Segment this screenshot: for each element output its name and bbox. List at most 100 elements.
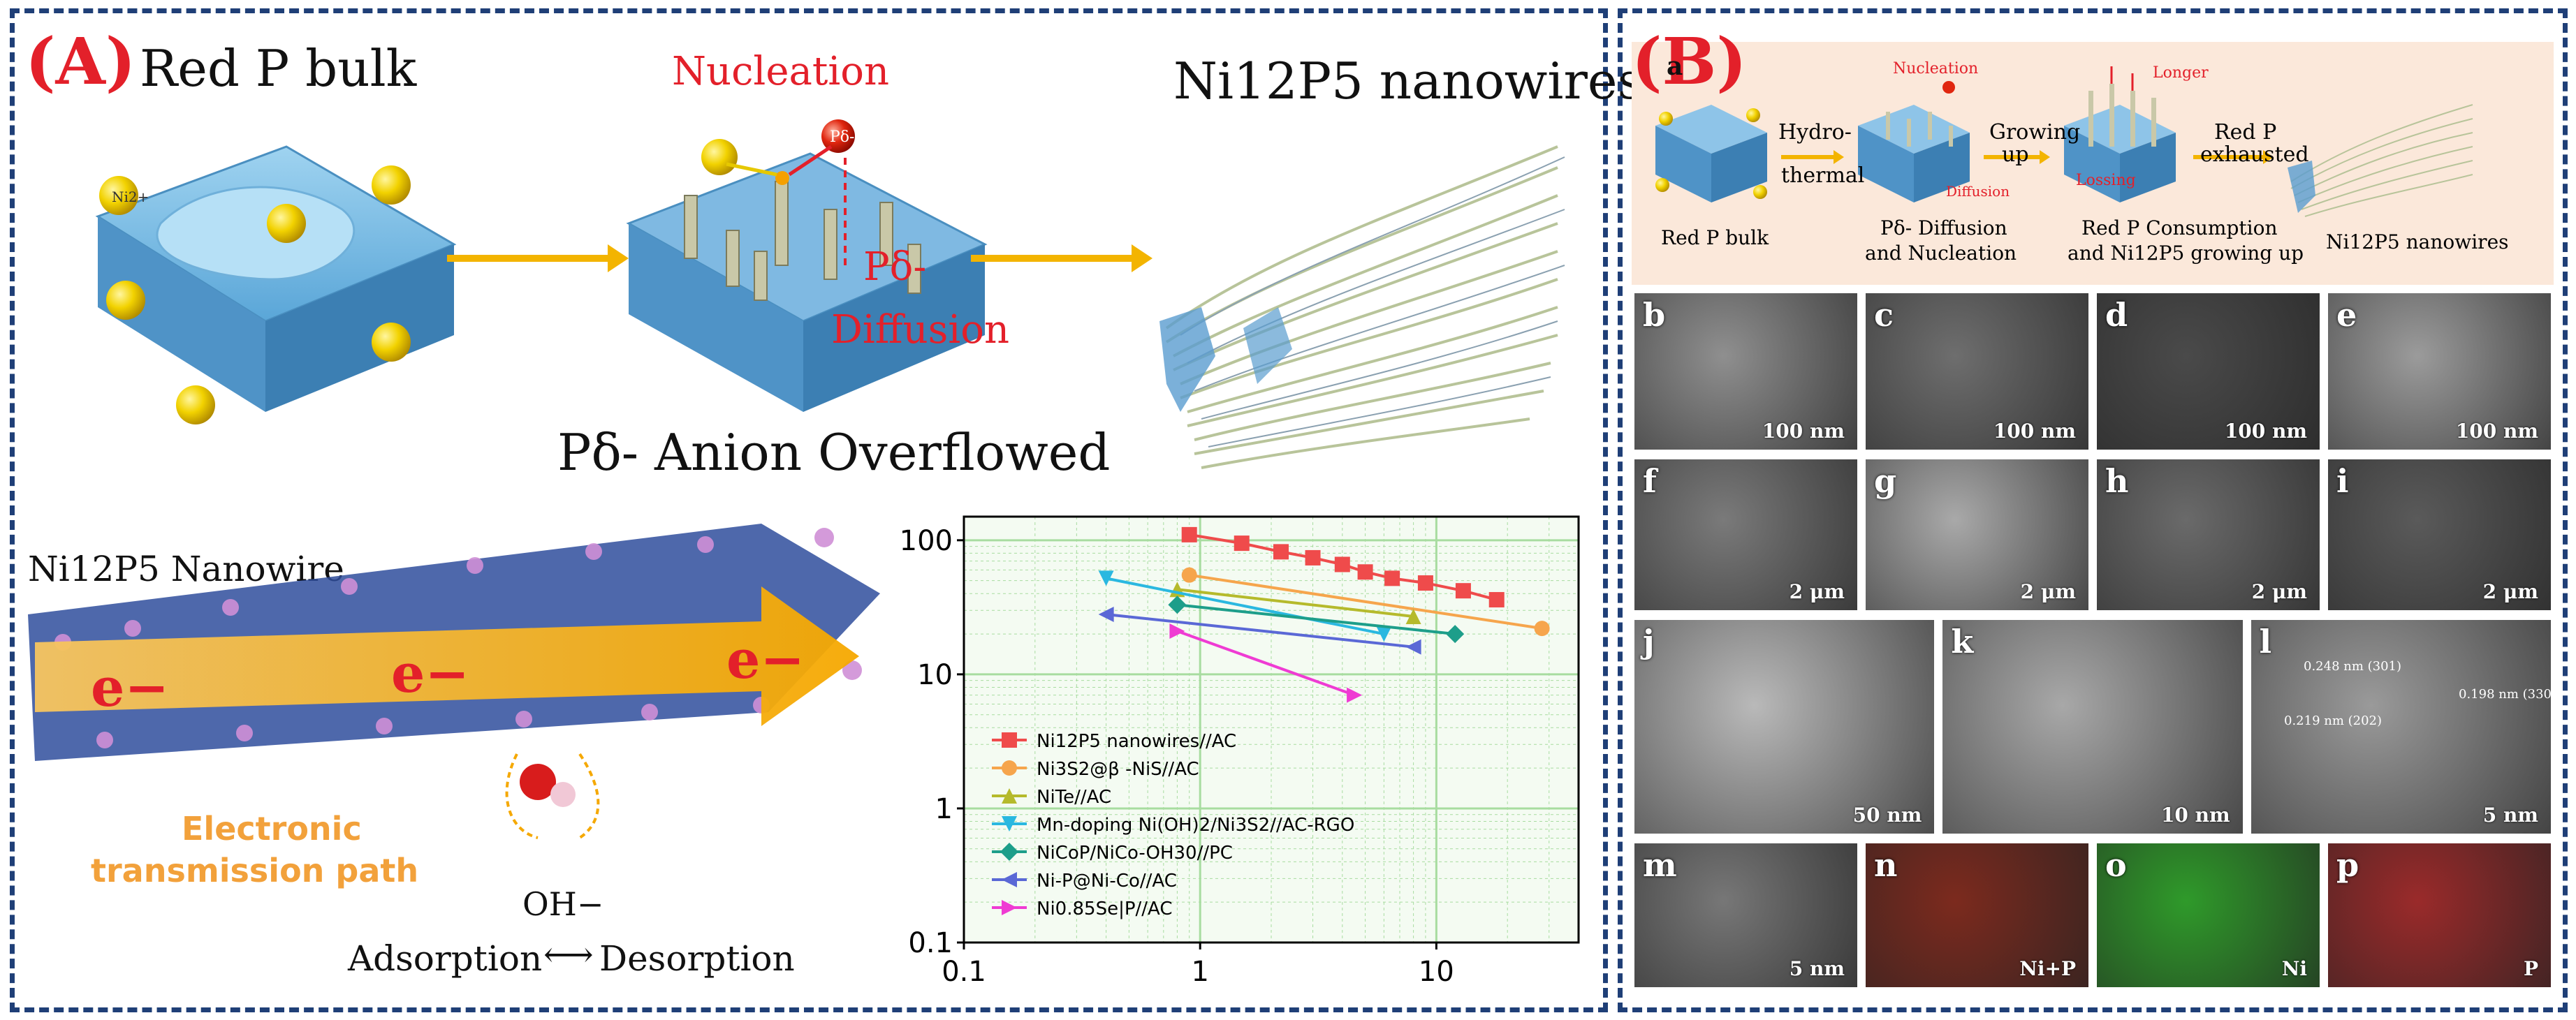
- lattice-3: 0.198 nm (330): [2459, 687, 2557, 702]
- scale-bar-label: 10 nm: [2160, 804, 2230, 827]
- panel-a-label: (A): [25, 24, 136, 99]
- x-tick-label: 10: [1419, 956, 1454, 988]
- data-point: [1305, 549, 1321, 566]
- plot-frame: [963, 515, 1580, 944]
- thermal-label: thermal: [1781, 163, 1865, 188]
- oh-label: OH−: [522, 885, 604, 923]
- scale-bar-label: 100 nm: [1762, 420, 1845, 443]
- p-delta-diffusion-label: Pδ-: [863, 244, 927, 290]
- series-line: [1106, 577, 1384, 636]
- legend-entry: NiCoP/NiCo-OH30//PC: [1037, 843, 1233, 864]
- data-point: [1098, 570, 1114, 586]
- micrograph-label: f: [1643, 462, 1657, 500]
- data-point: [1384, 570, 1400, 586]
- data-point: [1334, 556, 1350, 572]
- series-line: [1176, 630, 1355, 697]
- y-tick-label: 0.1: [908, 927, 953, 959]
- legend-entry: Ni-P@Ni-Co//AC: [1037, 871, 1177, 892]
- nanowires-illustration: [1159, 145, 1565, 469]
- data-point: [1405, 609, 1421, 625]
- electron-label-1: e−: [91, 656, 170, 718]
- micrograph-label: i: [2336, 462, 2349, 500]
- series-line: [1106, 613, 1414, 649]
- micrograph-g: g 2 μm: [1864, 458, 2090, 612]
- data-point: [1002, 816, 1017, 831]
- legend-entry: Ni12P5 nanowires//AC: [1037, 731, 1236, 752]
- micrograph-label: j: [1643, 623, 1655, 660]
- micrograph-label: n: [1874, 846, 1898, 884]
- data-point: [1000, 843, 1018, 861]
- y-tick-label: 10: [917, 659, 953, 691]
- desorption-label: Desorption: [599, 938, 795, 979]
- legend-entry: Ni3S2@β -NiS//AC: [1037, 759, 1199, 780]
- lossing-label: Lossing: [2076, 172, 2136, 189]
- y-tick-label: 1: [935, 793, 953, 825]
- red-p-exhausted-2: exhausted: [2200, 142, 2309, 167]
- micrograph-d: d 100 nm: [2095, 292, 2321, 451]
- micrograph-j: j 50 nm: [1633, 619, 1936, 835]
- micrograph-label: e: [2336, 296, 2357, 334]
- scale-bar-label: 100 nm: [2224, 420, 2307, 443]
- data-point: [1234, 535, 1250, 552]
- caption-consumption-2: and Ni12P5 growing up: [2068, 242, 2304, 265]
- micrograph-label: m: [1643, 846, 1677, 884]
- scale-bar-label: 50 nm: [1852, 804, 1922, 827]
- up-label: up: [2002, 142, 2029, 167]
- micrograph-i: i 2 μm: [2327, 458, 2552, 612]
- micrograph-label: g: [1874, 462, 1897, 500]
- micrograph-label: d: [2105, 296, 2128, 334]
- data-point: [1181, 526, 1197, 542]
- data-point: [1405, 639, 1421, 655]
- scale-bar-label: Ni+P: [2019, 957, 2076, 980]
- scale-bar-label: Ni: [2281, 957, 2307, 980]
- data-point: [1181, 567, 1197, 583]
- panel-b-label: (B): [1632, 24, 1747, 99]
- growing-label: Growing: [1989, 120, 2081, 145]
- legend-entry: NiTe//AC: [1037, 787, 1111, 808]
- data-point: [1357, 564, 1373, 580]
- diffusion-small: Diffusion: [1946, 183, 2010, 200]
- nucleation-small: Nucleation: [1893, 60, 1979, 77]
- micrograph-label: h: [2105, 462, 2129, 500]
- data-point: [1376, 626, 1392, 642]
- series-line: [1177, 588, 1414, 619]
- caption-red-p-bulk: Red P bulk: [1661, 226, 1769, 249]
- caption-consumption-1: Red P Consumption: [2081, 216, 2278, 239]
- data-point: [1273, 544, 1289, 560]
- data-point: [1168, 596, 1187, 614]
- scale-bar-label: 5 nm: [1789, 957, 1845, 980]
- micrograph-label: p: [2336, 846, 2359, 884]
- scale-bar-label: 5 nm: [2482, 804, 2538, 827]
- legend-entry: Mn-doping Ni(OH)2/Ni3S2//AC-RGO: [1037, 815, 1354, 836]
- scale-bar-label: 100 nm: [1993, 420, 2076, 443]
- x-tick-label: 1: [1191, 956, 1208, 988]
- nucleation-label: Nucleation: [672, 49, 890, 94]
- lattice-2: 0.219 nm (202): [2284, 714, 2383, 728]
- electron-label-2: e−: [391, 642, 470, 704]
- caption-diffusion-1: Pδ- Diffusion: [1880, 216, 2007, 239]
- lattice-1: 0.248 nm (301): [2304, 659, 2402, 674]
- scale-bar-label: 2 μm: [2482, 580, 2538, 603]
- data-point: [1098, 606, 1114, 622]
- legend-entry: Ni0.85Se|P//AC: [1037, 899, 1173, 919]
- micrograph-m: m 5 nm: [1633, 842, 1859, 989]
- panel-b: [1618, 8, 2568, 1012]
- arrow-right-1: [447, 244, 629, 272]
- electronic-path-line1: Electronic: [182, 810, 362, 848]
- series-line: [1189, 533, 1498, 601]
- electronic-path-line2: transmission path: [91, 852, 419, 889]
- scale-bar-label: 2 μm: [2020, 580, 2076, 603]
- arrow-right-2: [971, 244, 1152, 272]
- data-point: [1002, 760, 1017, 776]
- x-tick-label: 0.1: [942, 956, 986, 988]
- anion-overflowed-title: Pδ- Anion Overflowed: [557, 423, 1111, 482]
- panel-b-schematic: [1655, 66, 2473, 217]
